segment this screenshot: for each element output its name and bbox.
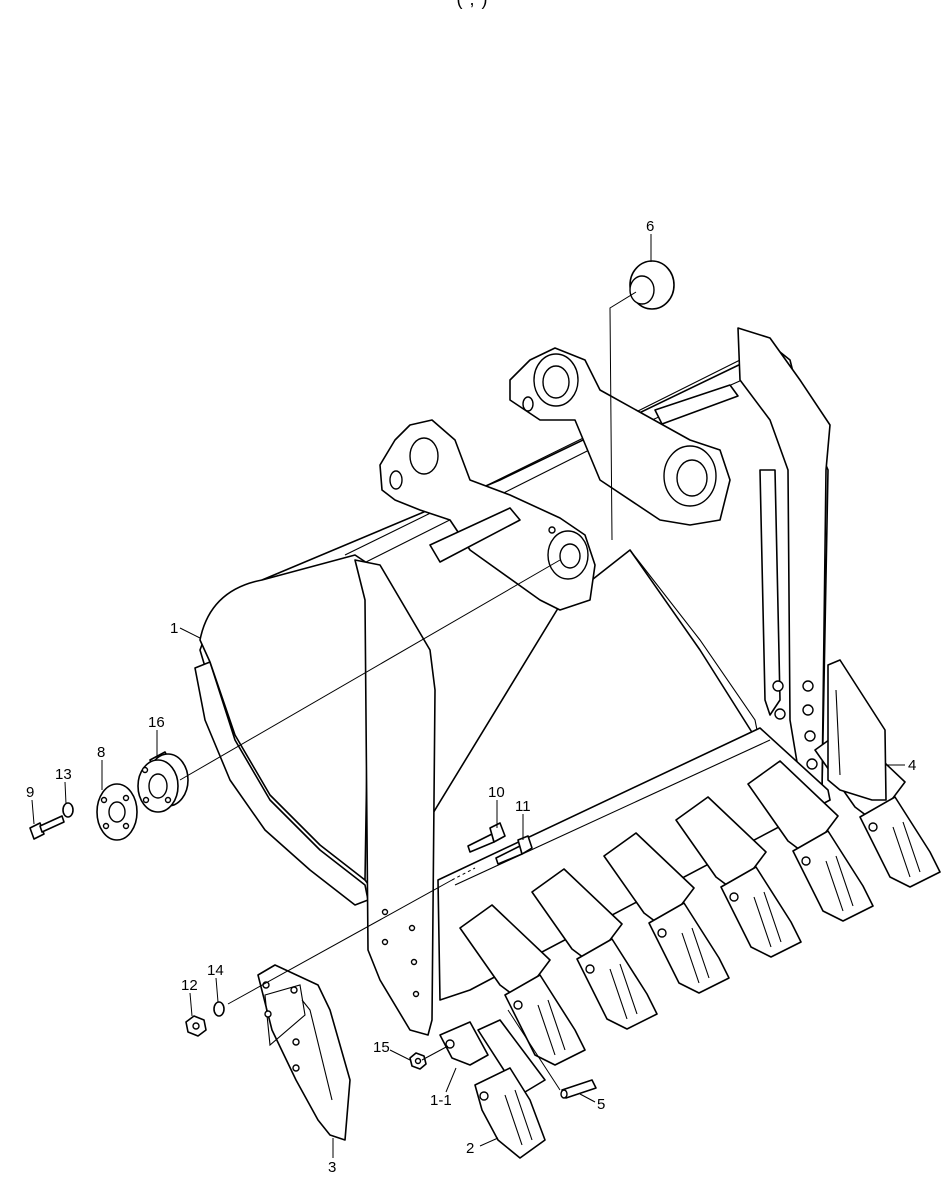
- right-side-bolts: [772, 680, 818, 770]
- tooth-tip-2: [474, 1067, 546, 1159]
- callout-1-1: 1-1: [430, 1092, 452, 1109]
- bolt-9: [29, 815, 65, 840]
- washer-13: [62, 802, 74, 818]
- callout-1: 1: [170, 620, 178, 637]
- tooth-5: [747, 760, 874, 922]
- callout-14: 14: [207, 962, 224, 979]
- callout-8: 8: [97, 744, 105, 761]
- nut-12: [185, 1015, 207, 1037]
- adapter-1-1: [439, 1021, 489, 1066]
- teeth-row: [459, 726, 941, 1066]
- bolt-10: [467, 822, 506, 853]
- mounting-lugs: [379, 347, 739, 611]
- tooth-1: [459, 904, 586, 1066]
- strap-holes: [381, 908, 420, 998]
- front-strap-right: [759, 469, 781, 716]
- plate-8: [96, 783, 138, 841]
- callout-11: 11: [515, 798, 531, 815]
- bolt-11: [495, 835, 533, 865]
- boss-16: [137, 751, 189, 813]
- header-fragment: ( , ): [0, 0, 945, 10]
- callout-3: 3: [328, 1159, 336, 1176]
- callout-leaders: [31, 234, 905, 1158]
- callout-15: 15: [373, 1039, 390, 1056]
- side-cutter-3: [257, 964, 351, 1141]
- assembly-lines: [179, 291, 637, 1091]
- side-cutter-4: [827, 659, 887, 801]
- callout-4: 4: [908, 757, 916, 774]
- tooth-3: [603, 832, 730, 994]
- callout-13: 13: [55, 766, 72, 783]
- callout-labels: 1 6 16 8 13 9 10 11 12 14 15 1-1 2 5 3 4: [26, 218, 916, 1176]
- tooth-4: [675, 796, 802, 958]
- callout-6: 6: [646, 218, 654, 235]
- pin-5: [560, 1079, 597, 1099]
- front-strap-left: [354, 559, 436, 1036]
- washer-14: [213, 1001, 225, 1017]
- callout-2: 2: [466, 1140, 474, 1157]
- callout-10: 10: [488, 784, 505, 801]
- nut-15: [409, 1052, 427, 1070]
- callout-12: 12: [181, 977, 198, 994]
- callout-16: 16: [148, 714, 165, 731]
- bushing-6: [629, 260, 675, 310]
- tooth-2: [531, 868, 658, 1030]
- callout-9: 9: [26, 784, 34, 801]
- callout-5: 5: [597, 1096, 605, 1113]
